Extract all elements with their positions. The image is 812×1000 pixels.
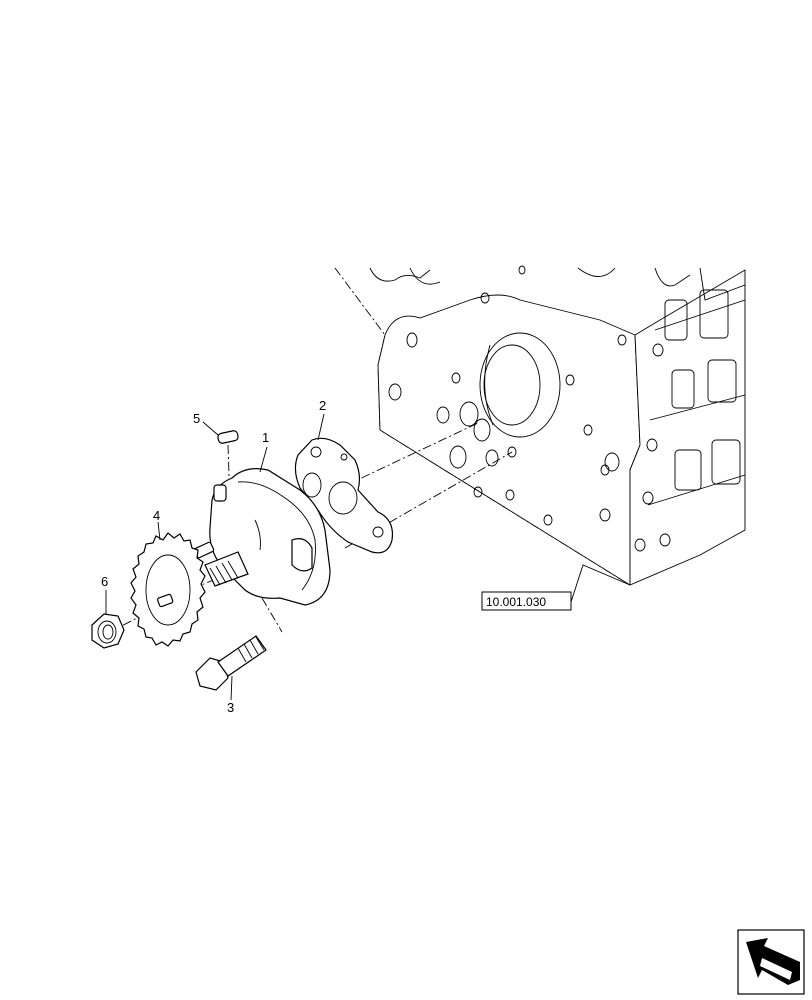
shaft-key xyxy=(217,430,239,444)
engine-block xyxy=(334,265,746,586)
callout-1: 1 xyxy=(262,430,269,445)
callout-labels: 1 2 3 4 5 6 xyxy=(101,398,326,715)
reference-label: 10.001.030 xyxy=(486,595,546,609)
back-arrow-icon[interactable] xyxy=(737,929,805,995)
callout-2: 2 xyxy=(319,398,326,413)
leader-lines xyxy=(105,413,631,701)
callout-4: 4 xyxy=(153,508,160,523)
flange-nut xyxy=(91,613,125,649)
gasket xyxy=(294,437,394,554)
callout-5: 5 xyxy=(193,411,200,426)
callout-3: 3 xyxy=(227,700,234,715)
callout-6: 6 xyxy=(101,574,108,589)
hex-bolt xyxy=(195,635,267,691)
reference-box[interactable]: 10.001.030 xyxy=(481,591,572,611)
oil-pump xyxy=(193,468,331,606)
drive-gear xyxy=(130,532,206,647)
